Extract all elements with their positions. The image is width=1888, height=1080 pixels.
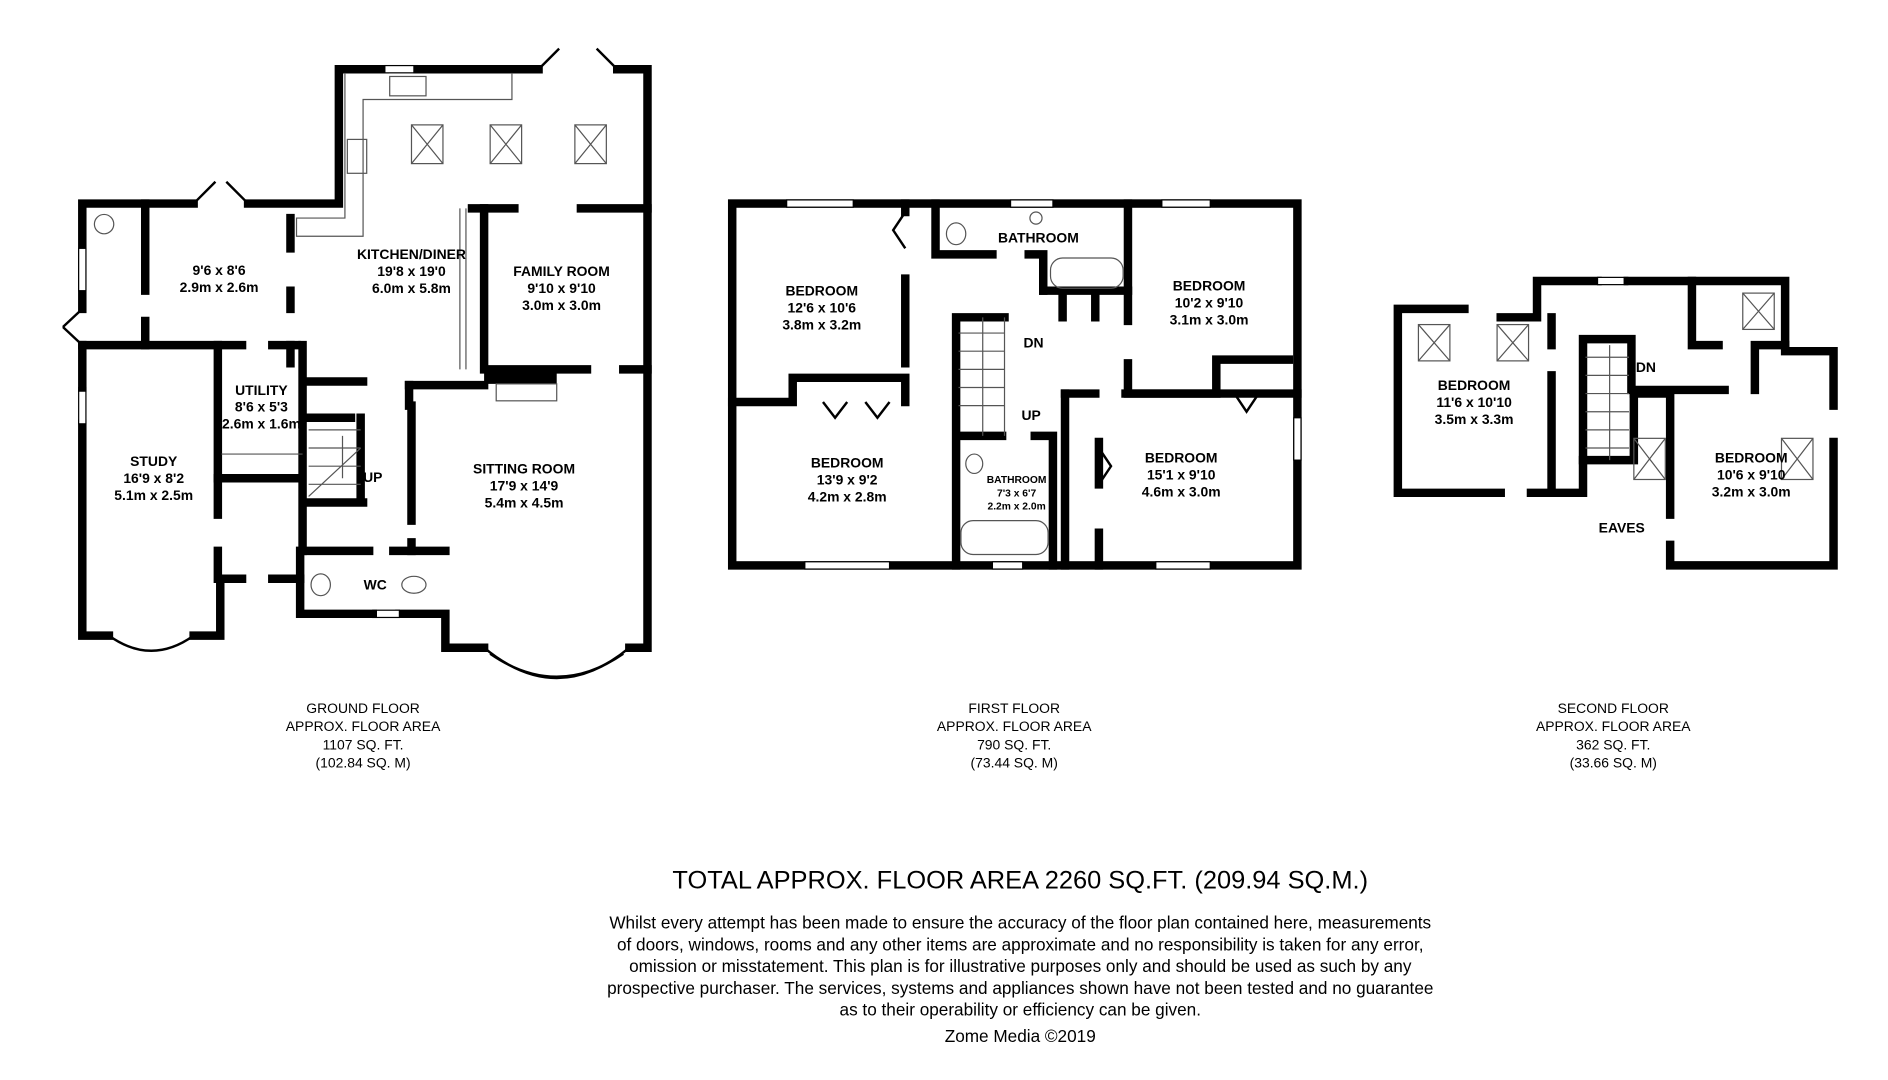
room-dim-imperial: 19'8 x 19'0 <box>377 263 446 279</box>
room-dim-imperial: 13'9 x 9'2 <box>817 471 878 487</box>
toilet-icon <box>945 222 967 246</box>
floor-area-sqft: 1107 SQ. FT. <box>323 736 404 752</box>
room-dim-metric: 2.9m x 2.6m <box>180 279 259 295</box>
room-dim-imperial: 9'6 x 8'6 <box>193 262 246 278</box>
room-dim-metric: 4.6m x 3.0m <box>1142 483 1221 499</box>
floor-area-sqm: (33.66 SQ. M) <box>1570 755 1657 771</box>
credit: Zome Media ©2019 <box>945 1026 1096 1046</box>
first-stairs <box>958 317 1006 436</box>
room-name: BATHROOM <box>987 475 1047 486</box>
room-name: BEDROOM <box>1715 450 1788 466</box>
disclaimer-line: of doors, windows, rooms and any other i… <box>617 934 1424 954</box>
second-floor-plan: BEDROOM 11'6 x 10'10 3.5m x 3.3m BEDROOM… <box>1393 276 1838 771</box>
room-name: BATHROOM <box>998 229 1079 245</box>
floor-caption: APPROX. FLOOR AREA <box>286 718 441 734</box>
room-name: STUDY <box>130 453 178 469</box>
room-dim-metric: 3.8m x 3.2m <box>782 316 861 332</box>
second-stairs <box>1585 345 1630 461</box>
fireplace-icon <box>484 369 557 384</box>
light-icon <box>93 213 115 235</box>
basin-icon <box>310 573 332 597</box>
room-dim-imperial: 17'9 x 14'9 <box>490 477 559 493</box>
room-dim-metric: 3.5m x 3.3m <box>1435 411 1514 427</box>
sink-icon <box>389 75 427 97</box>
stair-label: UP <box>1021 407 1040 423</box>
room-dim-metric: 3.2m x 3.0m <box>1712 483 1791 499</box>
room-dim-imperial: 10'6 x 9'10 <box>1717 466 1786 482</box>
room-name: SITTING ROOM <box>473 460 575 476</box>
hob-icon <box>346 138 368 174</box>
total-floor-area: TOTAL APPROX. FLOOR AREA 2260 SQ.FT. (20… <box>672 867 1368 895</box>
toilet-icon <box>401 575 427 594</box>
room-dim-metric: 4.2m x 2.8m <box>808 488 887 504</box>
ground-stairs <box>221 429 362 497</box>
floor-area-sqm: (73.44 SQ. M) <box>971 755 1058 771</box>
disclaimer-line: Whilst every attempt has been made to en… <box>609 912 1431 932</box>
room-dim-metric: 2.6m x 1.6m <box>222 416 301 432</box>
room-name: EAVES <box>1599 520 1645 536</box>
floor-caption: APPROX. FLOOR AREA <box>1536 718 1691 734</box>
room-dim-imperial: 16'9 x 8'2 <box>123 470 184 486</box>
room-name: BEDROOM <box>1145 450 1218 466</box>
room-name: KITCHEN/DINER <box>357 246 466 262</box>
ground-floor-plan: KITCHEN/DINER 19'8 x 19'0 6.0m x 5.8m 9'… <box>62 47 652 771</box>
stair-label: DN <box>1636 359 1656 375</box>
skylights <box>410 124 607 165</box>
room-dim-metric: 3.0m x 3.0m <box>522 297 601 313</box>
floor-caption: GROUND FLOOR <box>306 700 420 716</box>
floor-caption: SECOND FLOOR <box>1558 700 1669 716</box>
room-name: BEDROOM <box>785 283 858 299</box>
disclaimer-line: prospective purchaser. The services, sys… <box>607 978 1433 998</box>
floor-area-sqft: 790 SQ. FT. <box>977 736 1051 752</box>
room-name: WC <box>364 577 387 593</box>
bath-icon <box>1049 257 1124 289</box>
bath-icon <box>960 520 1049 556</box>
room-name: BEDROOM <box>811 454 884 470</box>
room-name: BEDROOM <box>1438 377 1511 393</box>
stair-label: DN <box>1024 335 1044 351</box>
room-dim-imperial: 9'10 x 9'10 <box>527 280 596 296</box>
toilet-icon <box>965 453 984 475</box>
room-name: BEDROOM <box>1173 278 1246 294</box>
room-dim-imperial: 11'6 x 10'10 <box>1436 394 1512 410</box>
room-dim-imperial: 12'6 x 10'6 <box>788 299 857 315</box>
room-dim-imperial: 10'2 x 9'10 <box>1175 295 1244 311</box>
stair-label: UP <box>363 469 382 485</box>
room-dim-imperial: 15'1 x 9'10 <box>1147 466 1216 482</box>
room-dim-imperial: 7'3 x 6'7 <box>997 488 1036 499</box>
room-dim-metric: 5.4m x 4.5m <box>485 494 564 510</box>
first-floor-plan: BEDROOM 12'6 x 10'6 3.8m x 3.2m BATHROOM… <box>727 199 1302 771</box>
floor-area-sqft: 362 SQ. FT. <box>1576 736 1650 752</box>
room-dim-metric: 2.2m x 2.0m <box>988 502 1046 513</box>
room-dim-metric: 6.0m x 5.8m <box>372 280 451 296</box>
skylights <box>1417 292 1814 481</box>
floor-area-sqm: (102.84 SQ. M) <box>316 755 411 771</box>
room-dim-metric: 3.1m x 3.0m <box>1170 312 1249 328</box>
floor-caption: FIRST FLOOR <box>968 700 1060 716</box>
floor-caption: APPROX. FLOOR AREA <box>937 718 1092 734</box>
basin-icon <box>1029 211 1043 225</box>
room-dim-imperial: 8'6 x 5'3 <box>235 399 288 415</box>
disclaimer-line: as to their operability or efficiency ca… <box>840 1000 1201 1020</box>
room-dim-metric: 5.1m x 2.5m <box>114 487 193 503</box>
room-name: FAMILY ROOM <box>513 263 610 279</box>
disclaimer-line: omission or misstatement. This plan is f… <box>629 956 1412 976</box>
room-name: UTILITY <box>235 382 288 398</box>
